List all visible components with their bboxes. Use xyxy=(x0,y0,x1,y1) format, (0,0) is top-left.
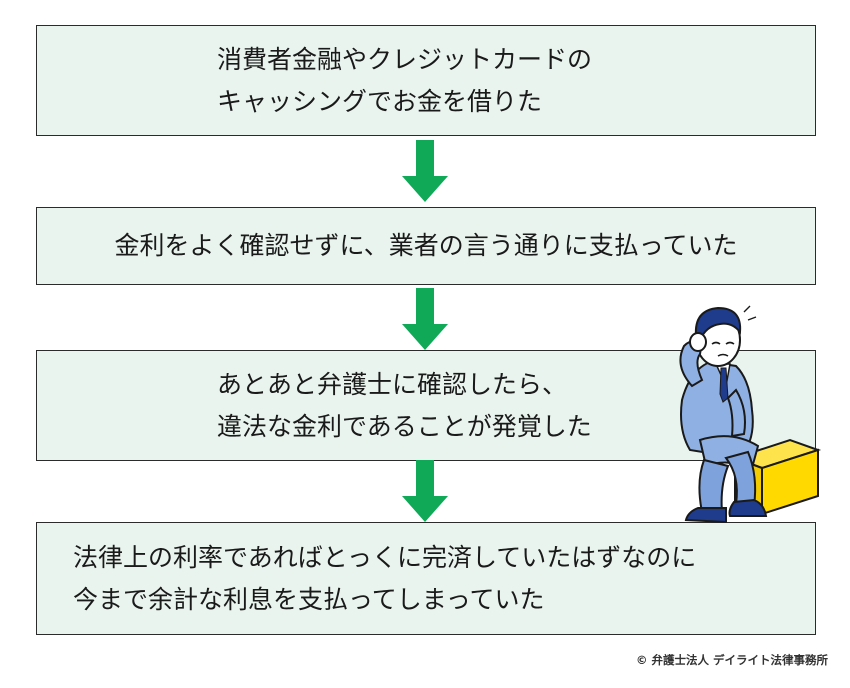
step-3-line-1: あとあと弁護士に確認したら、 xyxy=(217,370,568,399)
step-4-line-1: 法律上の利率であればとっくに完済していたはずなのに xyxy=(73,543,697,572)
step-1-line-2: キャッシングでお金を借りた xyxy=(217,87,543,116)
flow-step-4: 法律上の利率であればとっくに完済していたはずなのに 今まで余計な利息を支払ってし… xyxy=(36,522,816,635)
step-2-line-1: 金利をよく確認せずに、業者の言う通りに支払っていた xyxy=(114,231,738,260)
step-3-line-2: 違法な金利であることが発覚した xyxy=(217,412,592,441)
down-arrow-icon xyxy=(402,288,448,350)
flow-step-2: 金利をよく確認せずに、業者の言う通りに支払っていた xyxy=(36,207,816,285)
step-4-line-2: 今まで余計な利息を支払ってしまっていた xyxy=(73,585,545,614)
flow-step-1: 消費者金融やクレジットカードの キャッシングでお金を借りた xyxy=(36,25,816,136)
worried-businessman-icon xyxy=(679,305,822,524)
down-arrow-icon xyxy=(402,140,448,202)
down-arrow-icon xyxy=(402,460,448,522)
step-1-line-1: 消費者金融やクレジットカードの xyxy=(217,45,593,74)
copyright-text: © 弁護士法人 デイライト法律事務所 xyxy=(635,653,828,667)
